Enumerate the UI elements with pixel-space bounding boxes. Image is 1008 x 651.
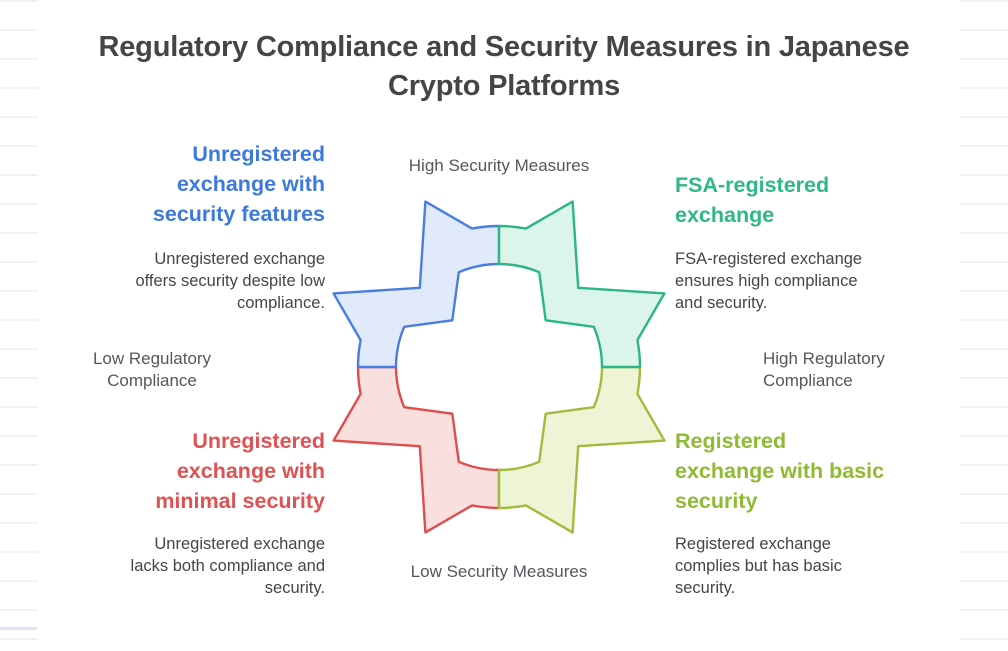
cycle-segment-top-right [497, 200, 666, 369]
margin-line-decor [0, 627, 37, 630]
quadrant-heading-fsa-registered: FSA-registered exchange [675, 173, 830, 227]
cycle-segment-top-left [332, 200, 501, 369]
quadrant-description-fsa-registered: FSA-registered exchange ensures high com… [675, 250, 863, 312]
quadrant-description-unregistered-secure: Unregistered exchange offers security de… [135, 250, 325, 312]
axis-label-low-security: Low Security Measures [410, 562, 588, 581]
axis-label-high-compliance: High Regulatory Compliance [763, 349, 885, 390]
quadrant-description-registered-basic: Registered exchange complies but has bas… [675, 535, 842, 597]
quadrant-heading-unregistered-secure: Unregistered exchange with security feat… [152, 142, 325, 226]
cycle-segment-bottom-left [332, 365, 501, 534]
axis-label-low-compliance: Low Regulatory Compliance [92, 349, 212, 390]
quadrant-heading-unregistered-minimal: Unregistered exchange with minimal secur… [155, 429, 325, 513]
quadrant-description-unregistered-minimal: Unregistered exchange lacks both complia… [130, 535, 325, 597]
quadrant-heading-registered-basic: Registered exchange with basic security [675, 429, 885, 513]
cycle-diagram [332, 200, 666, 534]
page-title: Regulatory Compliance and Security Measu… [98, 31, 910, 102]
cycle-segment-bottom-right [497, 365, 666, 534]
axis-label-high-security: High Security Measures [408, 156, 590, 175]
